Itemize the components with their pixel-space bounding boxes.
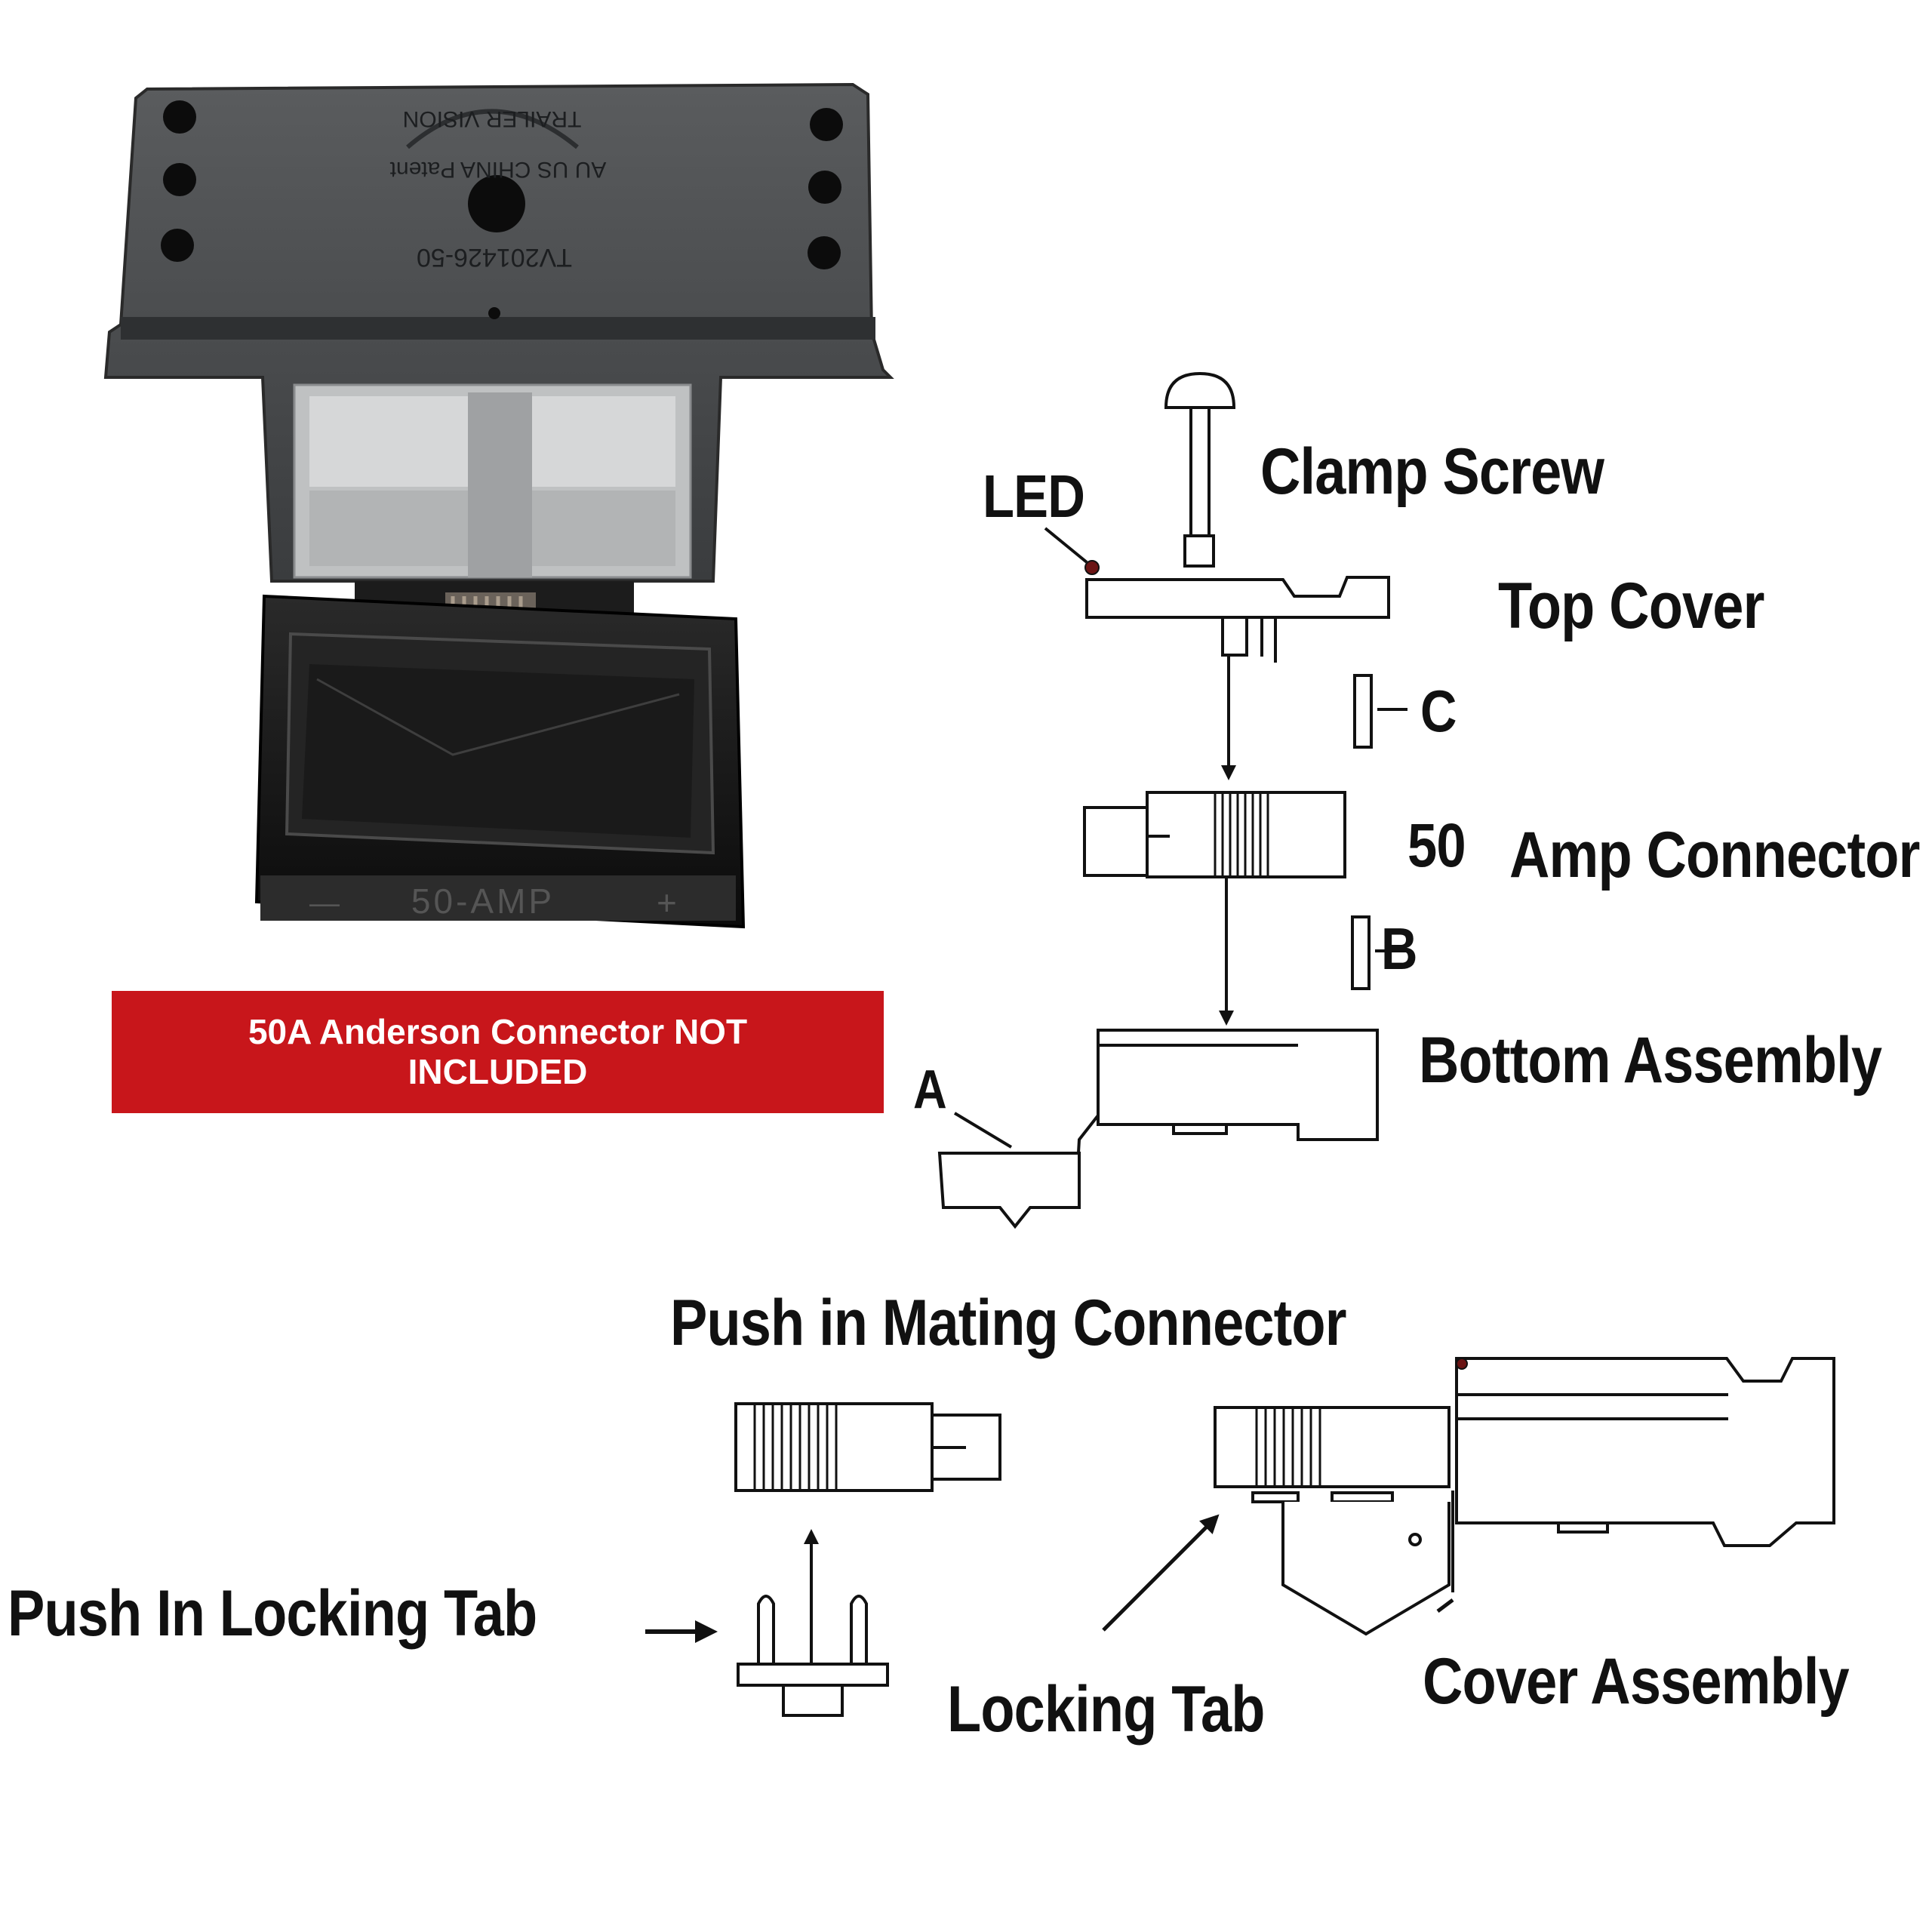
label-push-locking-tab: Push In Locking Tab [8, 1577, 537, 1650]
cover-assembly-drawing [1214, 1357, 1835, 1636]
flap-plus: + [657, 883, 677, 922]
label-amp-number: 50 [1407, 811, 1466, 880]
label-top-cover: Top Cover [1498, 570, 1764, 642]
bottom-assembly-drawing [1076, 1029, 1379, 1167]
flap-minus: — [309, 887, 340, 920]
exploded-diagram [937, 371, 1407, 1229]
label-push-mating: Push in Mating Connector [670, 1287, 1346, 1359]
flap-marking: 50-AMP [411, 881, 555, 921]
emboss-patent: AU US CHINA Patent [389, 157, 606, 182]
clamp-screw-drawing [1164, 371, 1236, 568]
emboss-logo: TRAILER VISION [403, 106, 582, 131]
amp-connector-drawing [1083, 791, 1346, 878]
led-dot [1084, 560, 1100, 575]
label-clamp-screw: Clamp Screw [1260, 435, 1604, 508]
banner-line-1: 50A Anderson Connector NOT [248, 1012, 748, 1052]
locking-tab-drawing [737, 1595, 889, 1717]
mounting-holes [161, 100, 843, 319]
banner-line-2: INCLUDED [408, 1052, 588, 1091]
top-cover-drawing [1085, 576, 1390, 619]
part-a-drawing [937, 1152, 1081, 1229]
label-b: B [1381, 915, 1417, 982]
label-a: A [913, 1060, 947, 1120]
mating-connector-drawing [734, 1402, 1001, 1492]
label-cover-assembly: Cover Assembly [1423, 1645, 1850, 1718]
label-bottom-assembly: Bottom Assembly [1419, 1024, 1882, 1097]
product-photo: TRAILER VISION AU US CHINA Patent TV2014… [103, 82, 894, 929]
label-led: LED [983, 463, 1085, 530]
label-locking-tab: Locking Tab [947, 1673, 1265, 1746]
led-leader [1044, 527, 1088, 564]
part-c-drawing [1353, 674, 1373, 749]
not-included-banner: 50A Anderson Connector NOT INCLUDED [112, 991, 884, 1113]
cover-led-dot [1456, 1358, 1468, 1370]
label-c: C [1420, 678, 1457, 744]
mating-diagram [645, 1357, 1835, 1717]
anderson-insert [293, 383, 692, 579]
part-b-drawing [1351, 915, 1371, 990]
emboss-model: TV201426-50 [417, 243, 572, 272]
label-amp-connector: Amp Connector [1509, 819, 1920, 891]
